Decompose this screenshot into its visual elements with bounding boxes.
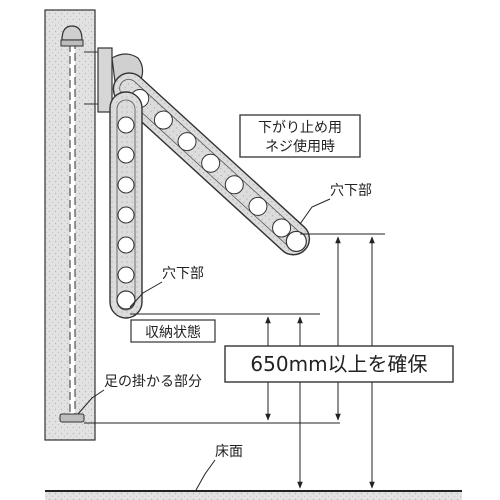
clearance-callout: 650mm以上を確保 bbox=[224, 345, 454, 383]
arm-hole bbox=[153, 110, 173, 130]
floor bbox=[45, 490, 462, 500]
stored-state-label: 収納状態 bbox=[145, 325, 201, 341]
floor-leader bbox=[195, 459, 216, 491]
arm-hole bbox=[248, 196, 268, 216]
screw-note-callout: 下がり止め用 ネジ使用時 bbox=[239, 114, 361, 158]
clearance-label: 650mm以上を確保 bbox=[250, 352, 427, 376]
stored-arm bbox=[109, 91, 143, 319]
angled-arm bbox=[112, 72, 311, 256]
arm-hole bbox=[201, 153, 221, 173]
foot-part-label: 足の掛かる部分 bbox=[104, 374, 202, 390]
hole-bottom-upper-label: 穴下部 bbox=[330, 183, 372, 199]
arm-hole bbox=[272, 218, 292, 238]
hole-bottom-upper-leader bbox=[299, 198, 331, 225]
wall-pole bbox=[59, 25, 100, 423]
floor-label: 床面 bbox=[215, 444, 243, 460]
arm-hole bbox=[224, 175, 244, 195]
hole-bottom-lower-leader bbox=[129, 281, 163, 308]
foot-part-leader bbox=[77, 389, 105, 415]
hole-bottom-lower-label: 穴下部 bbox=[162, 266, 204, 282]
stored-state-callout: 収納状態 bbox=[130, 319, 216, 343]
screw-note-line1: 下がり止め用 bbox=[258, 120, 342, 136]
screw-note-line2: ネジ使用時 bbox=[265, 138, 335, 155]
arm-hole bbox=[177, 132, 197, 152]
